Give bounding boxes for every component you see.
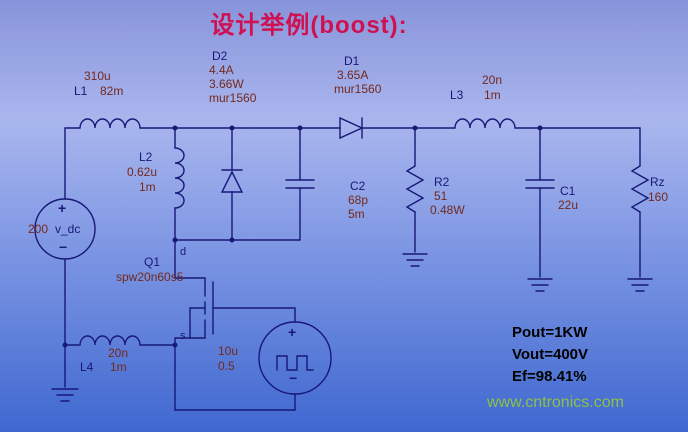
- d1-part-label: mur1560: [334, 82, 382, 96]
- l4-value2-label: 1m: [110, 360, 127, 374]
- efficiency-result-text: Ef=98.41%: [512, 368, 587, 385]
- vsrc-plus-icon: +: [58, 200, 67, 216]
- d2-part-label: mur1560: [209, 91, 257, 105]
- l1-value2-label: 82m: [100, 84, 124, 98]
- d1-name-label: D1: [344, 54, 360, 68]
- resistor-rz-symbol: [630, 127, 650, 278]
- l2-value2-label: 1m: [139, 180, 156, 194]
- inductor-l2-symbol: [174, 127, 185, 241]
- l4-name-label: L4: [80, 360, 94, 374]
- r2-value2-label: 0.48W: [430, 203, 465, 217]
- d1-current-label: 3.65A: [337, 68, 369, 82]
- diode-d1-symbol: [339, 116, 456, 140]
- l1-value1-label: 310u: [84, 69, 111, 83]
- vout-result-text: Vout=400V: [512, 346, 589, 363]
- rz-name-label: Rz: [650, 175, 665, 189]
- rz-value1-label: 160: [648, 190, 669, 204]
- inductor-l1-symbol: [79, 118, 141, 129]
- page-title: 设计举例(boost):: [210, 12, 408, 39]
- c2-value2-label: 5m: [348, 207, 365, 221]
- d2-power-label: 3.66W: [209, 77, 244, 91]
- gate-value2-label: 0.5: [218, 359, 235, 373]
- vsrc-value-label: 200: [28, 222, 49, 236]
- diode-d2-symbol: [220, 127, 244, 241]
- l2-name-label: L2: [139, 150, 153, 164]
- pulse-source-symbol: [174, 321, 332, 411]
- ground-r2-icon: [402, 253, 428, 267]
- pulse-minus-icon: −: [289, 370, 298, 386]
- c2-name-label: C2: [350, 179, 366, 193]
- ground-input-icon: [51, 344, 79, 402]
- l3-value2-label: 1m: [484, 88, 501, 102]
- resistor-r2-symbol: [405, 127, 425, 253]
- q1-part-label: spw20n60s5: [116, 270, 184, 284]
- l4-value1-label: 20n: [108, 346, 129, 360]
- c2-value1-label: 68p: [348, 193, 369, 207]
- vsrc-minus-icon: −: [59, 239, 68, 255]
- q1-drain-label: d: [180, 246, 187, 258]
- inductor-l3-symbol: [454, 118, 641, 129]
- voltage-source-symbol: [34, 127, 96, 346]
- mosfet-q1-symbol: [174, 239, 296, 346]
- ground-rz-icon: [627, 278, 653, 292]
- pulse-plus-icon: +: [288, 324, 297, 340]
- square-wave-icon: [276, 355, 314, 371]
- q1-source-label: s: [180, 330, 186, 342]
- l1-name-label: L1: [74, 84, 88, 98]
- watermark-text: www.cntronics.com: [487, 394, 624, 411]
- c1-name-label: C1: [560, 184, 576, 198]
- capacitor-c2-symbol: [285, 127, 315, 241]
- l3-name-label: L3: [450, 88, 464, 102]
- l2-value1-label: 0.62u: [127, 165, 158, 179]
- l3-value1-label: 20n: [482, 73, 503, 87]
- gate-value1-label: 10u: [218, 344, 239, 358]
- d2-name-label: D2: [212, 49, 228, 63]
- inductor-l4-symbol: [64, 335, 176, 346]
- vsrc-name-label: v_dc: [55, 222, 81, 236]
- pout-result-text: Pout=1KW: [512, 324, 588, 341]
- r2-value1-label: 51: [434, 189, 448, 203]
- ground-c1-icon: [527, 278, 553, 292]
- c1-value1-label: 22u: [558, 198, 579, 212]
- q1-name-label: Q1: [144, 255, 161, 269]
- junction-dots: [62, 125, 543, 348]
- d2-current-label: 4.4A: [209, 63, 234, 77]
- r2-name-label: R2: [434, 175, 450, 189]
- capacitor-c1-symbol: [525, 127, 555, 278]
